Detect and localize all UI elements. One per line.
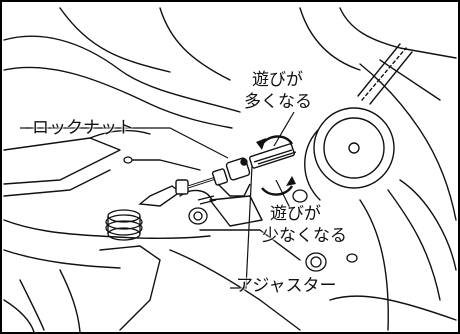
- return-spring: [105, 209, 143, 241]
- label-adjuster: アジャスター: [236, 276, 337, 296]
- label-more-play-line2: 多くなる: [244, 92, 312, 112]
- arrow-heads: [256, 138, 296, 186]
- label-more-play-line1: 遊びが: [252, 70, 303, 90]
- leader-lines: [20, 111, 295, 289]
- bolts: [123, 156, 358, 272]
- label-lock-nut: ロックナット: [32, 118, 134, 138]
- adjuster-assembly: [138, 143, 297, 207]
- label-less-play-line2: 少なくなる: [262, 226, 347, 246]
- label-less-play-line1: 遊びが: [270, 204, 321, 224]
